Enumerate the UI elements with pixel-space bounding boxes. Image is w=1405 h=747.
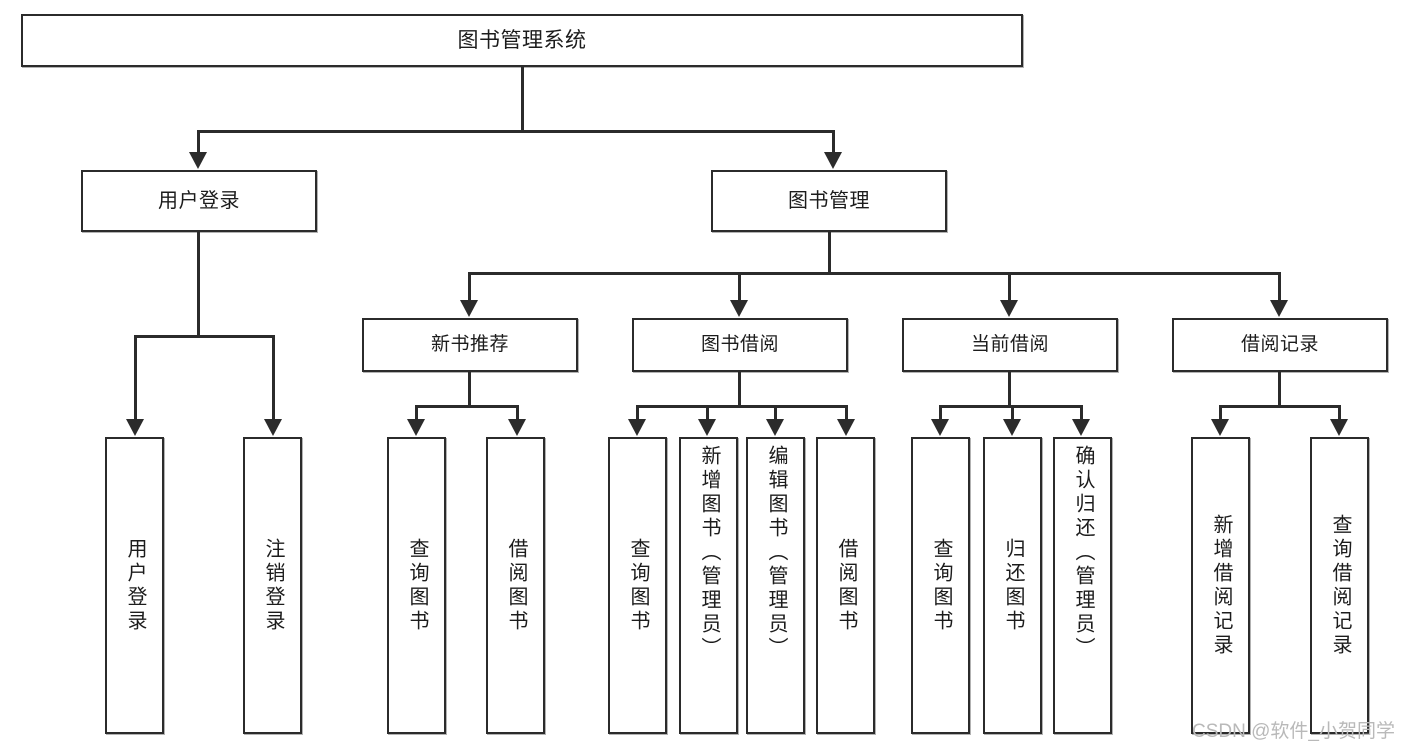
node-label: 查询图书 [406,537,428,634]
node-label: 借阅图书 [505,537,527,634]
node-new-book-recommend[interactable]: 新书推荐 [362,318,578,372]
connector-bm-drop-3 [1008,272,1011,300]
connector-bm-drop-2 [738,272,741,300]
leaf-confirm-return-admin[interactable]: 确认归还（管理员） [1053,437,1112,734]
node-label: 用户登录 [124,537,146,634]
arrow-to-new-book-recommend [460,300,478,317]
node-label: 注销登录 [262,537,284,634]
node-label: 查询图书 [930,537,952,634]
connector-bb-stem [738,372,741,405]
node-label: 借阅图书 [835,537,857,634]
node-label: 查询借阅记录 [1329,513,1351,658]
node-label: 图书管理 [788,189,870,212]
arrow-to-leaf-query-book-nbr [407,419,425,436]
connector-br-drop-1 [1219,405,1222,419]
connector-user-login-drop-2 [272,335,275,419]
arrow-to-leaf-return-book [1003,419,1021,436]
leaf-query-book-current[interactable]: 查询图书 [911,437,970,734]
connector-root-bus [197,130,835,133]
leaf-borrow-book-recommend[interactable]: 借阅图书 [486,437,545,734]
arrow-to-book-management [824,152,842,169]
leaf-borrow-book[interactable]: 借阅图书 [816,437,875,734]
connector-cb-drop-3 [1080,405,1083,419]
node-borrow-record[interactable]: 借阅记录 [1172,318,1388,372]
connector-bm-drop-4 [1278,272,1281,300]
connector-book-management-stem [828,232,831,272]
connector-nbr-drop-1 [415,405,418,419]
node-label: 借阅记录 [1240,334,1319,356]
arrow-to-leaf-query-book-cb [931,419,949,436]
leaf-query-book-borrow[interactable]: 查询图书 [608,437,667,734]
arrow-to-borrow-record [1270,300,1288,317]
connector-bm-drop-1 [468,272,471,300]
connector-nbr-drop-2 [516,405,519,419]
arrow-to-leaf-user-login [126,419,144,436]
leaf-logout[interactable]: 注销登录 [243,437,302,734]
arrow-to-user-login [189,152,207,169]
node-label: 用户登录 [158,189,240,212]
connector-user-login-bus [134,335,275,338]
node-label: 编辑图书（管理员） [765,445,787,661]
arrow-to-current-borrow [1000,300,1018,317]
connector-user-login-stem [197,232,200,335]
leaf-add-borrow-record[interactable]: 新增借阅记录 [1191,437,1250,734]
connector-root-stem [521,67,524,130]
arrow-to-leaf-query-record [1330,419,1348,436]
node-label: 图书管理系统 [457,28,587,52]
leaf-query-borrow-record[interactable]: 查询借阅记录 [1310,437,1369,734]
connector-bb-drop-4 [845,405,848,419]
node-label: 确认归还（管理员） [1072,445,1094,661]
connector-cb-drop-1 [939,405,942,419]
node-label: 查询图书 [627,537,649,634]
connector-br-bus [1219,405,1341,408]
csdn-watermark: CSDN @软件_小贺同学 [1192,721,1395,742]
connector-book-management-bus [468,272,1281,275]
connector-br-drop-2 [1338,405,1341,419]
connector-root-drop-left [197,130,200,152]
node-book-management[interactable]: 图书管理 [711,170,947,232]
connector-bb-bus [636,405,848,408]
connector-cb-drop-2 [1011,405,1014,419]
node-root-system[interactable]: 图书管理系统 [21,14,1023,67]
arrow-to-book-borrow [730,300,748,317]
connector-bb-drop-2 [706,405,709,419]
leaf-return-book[interactable]: 归还图书 [983,437,1042,734]
leaf-query-book-recommend[interactable]: 查询图书 [387,437,446,734]
node-book-borrow[interactable]: 图书借阅 [632,318,848,372]
leaf-edit-book-admin[interactable]: 编辑图书（管理员） [746,437,805,734]
arrow-to-leaf-confirm-return [1072,419,1090,436]
node-label: 新增图书（管理员） [698,445,720,661]
connector-nbr-stem [468,372,471,405]
connector-bb-drop-3 [774,405,777,419]
arrow-to-leaf-logout [264,419,282,436]
connector-cb-stem [1008,372,1011,405]
arrow-to-leaf-borrow-book-nbr [508,419,526,436]
node-label: 新增借阅记录 [1210,513,1232,658]
arrow-to-leaf-edit-book [766,419,784,436]
leaf-user-login[interactable]: 用户登录 [105,437,164,734]
leaf-add-book-admin[interactable]: 新增图书（管理员） [679,437,738,734]
arrow-to-leaf-add-book [698,419,716,436]
node-label: 归还图书 [1002,537,1024,634]
connector-bb-drop-1 [636,405,639,419]
node-label: 图书借阅 [700,334,779,356]
arrow-to-leaf-add-record [1211,419,1229,436]
node-current-borrow[interactable]: 当前借阅 [902,318,1118,372]
node-label: 新书推荐 [430,334,509,356]
arrow-to-leaf-query-book-bb [628,419,646,436]
connector-nbr-bus [415,405,519,408]
node-label: 当前借阅 [970,334,1049,356]
connector-root-drop-right [832,130,835,152]
connector-user-login-drop-1 [134,335,137,419]
connector-br-stem [1278,372,1281,405]
arrow-to-leaf-borrow-book-bb [837,419,855,436]
node-user-login[interactable]: 用户登录 [81,170,317,232]
